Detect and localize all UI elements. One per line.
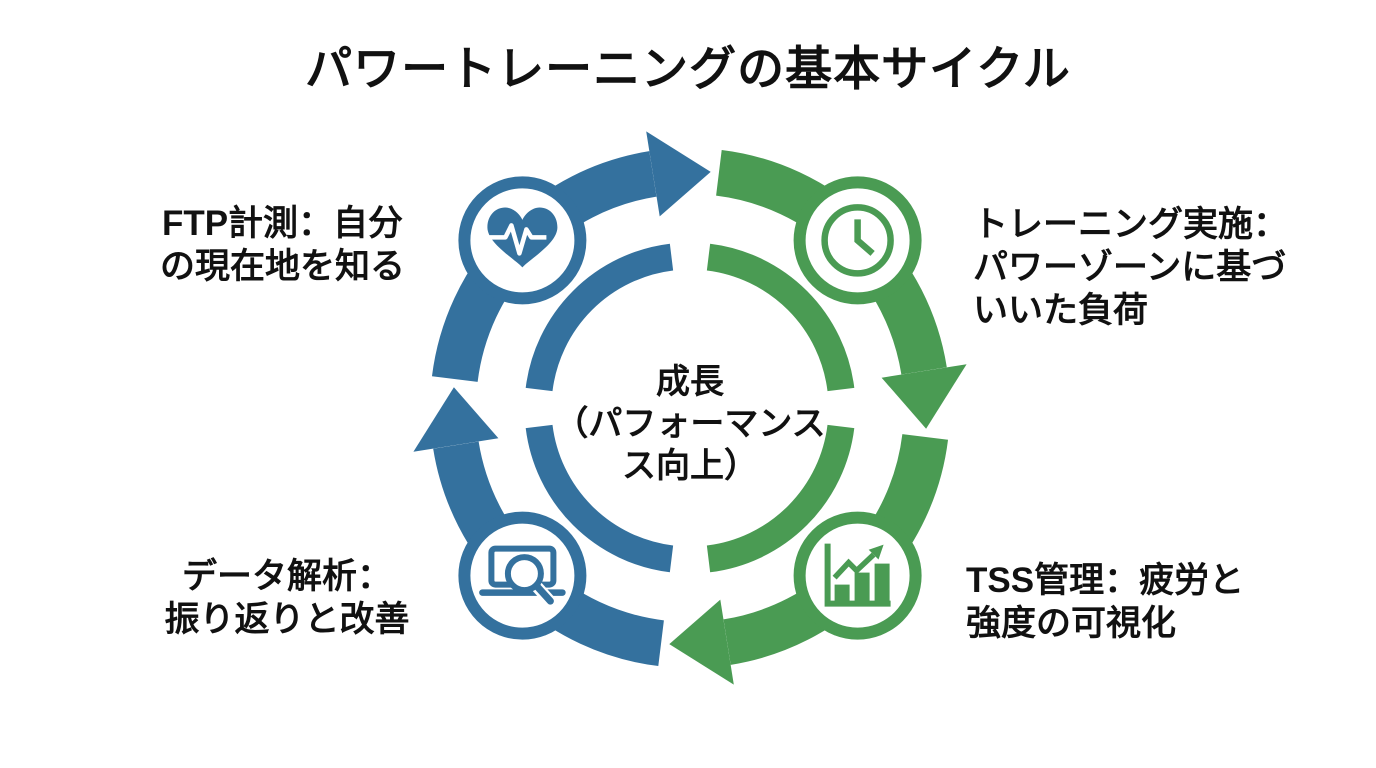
cycle-inner-arc-2 [525, 424, 674, 573]
step-label-line: パワーゾーンに基づ [973, 248, 1287, 287]
step-label-line: FTP計測：自分 [161, 204, 404, 243]
cycle-arrow-top-right [646, 131, 711, 217]
center-goal-line: ス向上） [622, 447, 758, 485]
step-label-training-execution: トレーニング実施： パワーゾーンに基づ いいた負荷 [973, 203, 1288, 332]
step-label-line: いいた負荷 [973, 291, 1149, 330]
clock-icon [821, 204, 894, 277]
bar-chart-up-icon [824, 543, 891, 607]
step-label-tss-management: TSS管理：疲労と 強度の可視化 [966, 559, 1244, 645]
laptop-search-icon [479, 545, 566, 608]
cycle-inner-arc-3 [525, 243, 674, 392]
cycle-arrow-bottom-left [669, 599, 734, 685]
center-goal-line: 成長 [656, 363, 724, 401]
cycle-inner-arc-1 [706, 424, 855, 573]
page-title: パワートレーニングの基本サイクル [305, 42, 1071, 95]
step-label-line: TSS管理：疲労と [966, 561, 1245, 600]
step-label-line: データ解析： [181, 557, 392, 596]
cycle-arrow-right-down [881, 364, 967, 429]
step-label-line: 振り返りと改善 [164, 600, 410, 639]
step-label-line: の現在地を知る [159, 247, 405, 286]
cycle-inner-arc-0 [706, 243, 855, 392]
center-goal-label: 成長 （パフォーマンス ス向上） [490, 361, 890, 487]
heart-pulse-icon [487, 207, 558, 268]
step-label-data-analysis: データ解析： 振り返りと改善 [102, 555, 472, 641]
step-label-line: 強度の可視化 [966, 604, 1177, 643]
center-goal-line: （パフォーマンス [554, 405, 826, 443]
step-label-line: トレーニング実施： [973, 205, 1289, 244]
step-label-ftp-measurement: FTP計測：自分 の現在地を知る [95, 202, 470, 288]
cycle-arrow-left-up [413, 387, 499, 452]
